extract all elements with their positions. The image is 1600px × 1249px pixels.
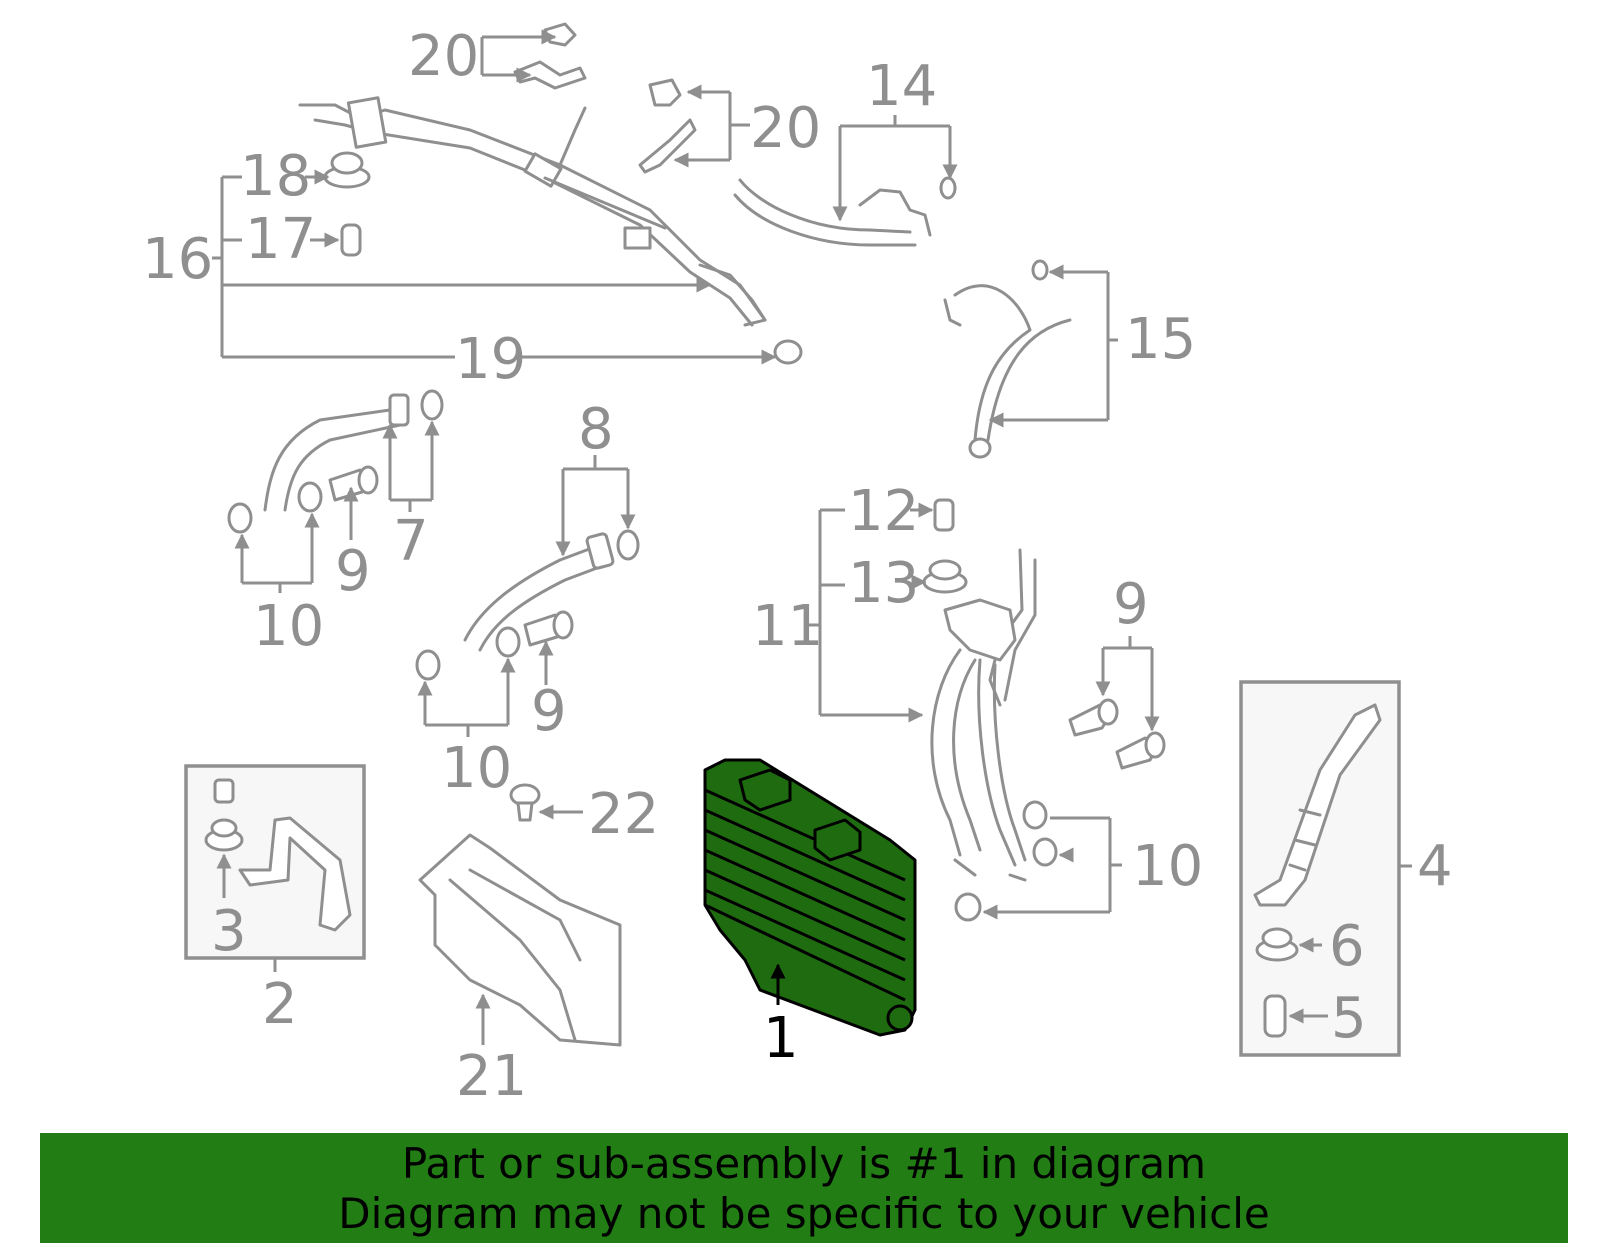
part-15-hose (943, 259, 1072, 459)
callout-9-left: 9 (335, 539, 371, 604)
part-4-bracket-box (1239, 680, 1401, 1057)
callout-7: 7 (393, 509, 429, 574)
part-8-hose (415, 529, 640, 681)
part-21-shield (418, 833, 622, 1047)
part-2-bracket-box (184, 764, 366, 960)
callout-1: 1 (763, 1006, 799, 1071)
callout-12: 12 (848, 479, 919, 544)
callout-10-right: 10 (1132, 834, 1203, 899)
callout-6: 6 (1329, 914, 1365, 979)
callout-10-left: 10 (253, 594, 324, 659)
callout-22: 22 (588, 782, 659, 847)
part-14-hose (733, 176, 957, 247)
callout-17: 17 (245, 207, 316, 272)
part-10-orings-right (954, 800, 1058, 922)
callout-8: 8 (578, 397, 614, 462)
callout-9-right: 9 (1113, 572, 1149, 637)
callout-4: 4 (1417, 834, 1453, 899)
callout-20-top: 20 (408, 24, 479, 89)
part-20-clip-top (513, 22, 587, 90)
leader-lines (212, 37, 1412, 1045)
banner-line-1: Part or sub-assembly is #1 in diagram (401, 1139, 1207, 1188)
part-19-oring (773, 339, 803, 365)
callout-14: 14 (866, 54, 937, 119)
callout-3: 3 (211, 899, 247, 964)
callout-21: 21 (456, 1044, 527, 1109)
part-1-oil-cooler (703, 758, 917, 1037)
part-18-grommet (323, 151, 371, 189)
part-9-bolts-right (1068, 698, 1166, 770)
callout-11: 11 (752, 594, 823, 659)
callout-2: 2 (262, 972, 298, 1037)
callout-16: 16 (142, 227, 213, 292)
callout-20-right: 20 (750, 96, 821, 161)
callout-19: 19 (455, 327, 526, 392)
part-9-bolt-left (328, 465, 379, 502)
callout-18: 18 (240, 144, 311, 209)
part-11-cooler-lines (922, 498, 1037, 882)
callout-5: 5 (1331, 986, 1367, 1051)
callout-10-mid: 10 (441, 736, 512, 801)
callout-15: 15 (1125, 307, 1196, 372)
part-17-sleeve (340, 223, 362, 257)
callout-13: 13 (848, 551, 919, 616)
part-22-clip (509, 783, 541, 822)
banner-line-2: Diagram may not be specific to your vehi… (338, 1189, 1270, 1238)
part-7-hose (227, 389, 444, 534)
part-20-bracket-right (638, 78, 697, 174)
part-9-bolt-mid (523, 610, 574, 647)
part-16-line-assembly (298, 96, 767, 327)
callout-numbers: 20 20 14 18 17 16 19 15 7 9 10 8 9 10 22… (142, 24, 1453, 1109)
notice-banner: Part or sub-assembly is #1 in diagram Di… (40, 1133, 1568, 1243)
callout-9-mid: 9 (531, 679, 567, 744)
